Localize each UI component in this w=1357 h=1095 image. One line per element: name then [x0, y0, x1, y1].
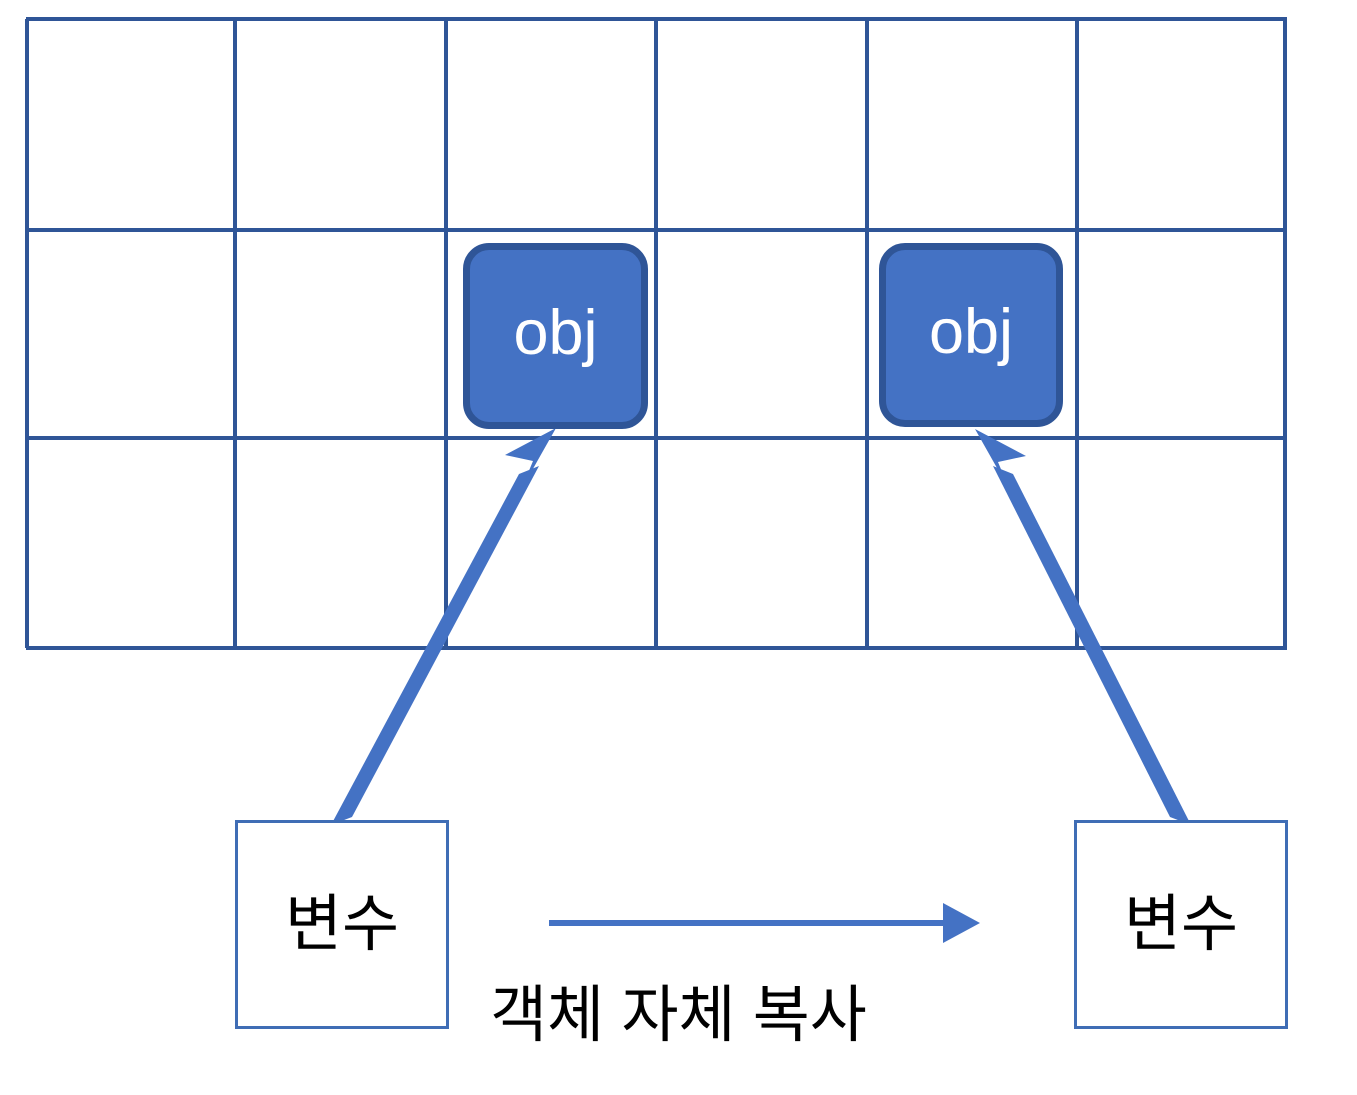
memory-grid: [25, 17, 1287, 650]
variable-box-right-label: 변수: [1123, 889, 1239, 959]
copy-caption: 객체 자체 복사: [0, 985, 1357, 1047]
arrow-right-variable-to-object: [975, 429, 1191, 825]
arrow-copy-head: [943, 903, 980, 943]
variable-box-left-label: 변수: [284, 889, 400, 959]
object-box-left-label: obj: [513, 297, 598, 368]
object-box-right-label: obj: [928, 296, 1014, 367]
variable-box-left[interactable]: 변수: [235, 820, 449, 1029]
object-box-right[interactable]: obj: [879, 243, 1063, 427]
variable-box-right[interactable]: 변수: [1074, 820, 1288, 1029]
copy-caption-text: 객체 자체 복사: [490, 981, 867, 1050]
object-box-left[interactable]: obj: [463, 243, 648, 429]
arrow-left-variable-to-object: [331, 428, 556, 825]
arrow-copy: [549, 903, 980, 943]
